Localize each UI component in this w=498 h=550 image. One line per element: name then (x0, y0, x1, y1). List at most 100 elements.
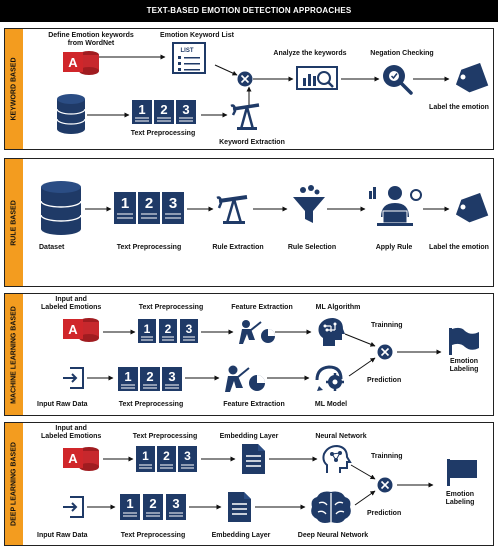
label-rule-extraction: Rule Extraction (212, 244, 264, 251)
arrows-ml (87, 329, 442, 381)
analytics-screen-icon (295, 65, 341, 93)
label-label-emotion: Label the emotion (429, 104, 489, 111)
pump-jack-icon (229, 101, 265, 131)
step-number-1: 1 (121, 195, 129, 212)
arrow-deep-to-cross (354, 490, 376, 506)
label-emotion-labeling-ml: Emotion Labeling (437, 358, 491, 374)
arrow-list-to-cross (214, 64, 238, 76)
person-laptop-icon (367, 183, 423, 229)
arrow-neural-to-cross (350, 464, 376, 480)
label-apply-rule: Apply Rule (375, 244, 413, 251)
label-input-raw-ml: Input Raw Data (37, 401, 88, 408)
neural-head-icon (321, 445, 353, 475)
dataset-database-icon (39, 179, 83, 237)
step-number-2: 2 (145, 195, 153, 212)
label-define-keywords: Define Emotion keywords from WordNet (41, 32, 141, 48)
label-keyword-extraction: Keyword Extraction (219, 139, 285, 146)
step-number-2: 2 (165, 322, 172, 336)
label-input-labeled: Input and Labeled Emotions (41, 296, 101, 312)
label-prediction-ml: Prediction (367, 377, 402, 384)
access-database-icon: A (61, 445, 101, 471)
panel-keyword-based: KEYWORD BASED Define Emotion keywords fr… (4, 28, 494, 150)
step-number-2: 2 (160, 102, 167, 117)
step-number-2: 2 (146, 369, 153, 384)
step-number-1: 1 (142, 449, 149, 463)
label-text-preprocessing-ml-bottom: Text Preprocessing (118, 401, 184, 408)
tag-icon (451, 63, 491, 95)
label-define-line2: from WordNet (67, 40, 115, 47)
label-input-labeled-dl: Input and Labeled Emotions (41, 425, 101, 441)
label-text-preprocessing-dl-bottom: Text Preprocessing (120, 532, 186, 539)
svg-text:A: A (68, 322, 78, 337)
document-icon (239, 443, 267, 475)
label-define-line1: Define Emotion keywords (48, 32, 134, 39)
access-database-icon: A (61, 49, 101, 75)
label-ml-algorithm: ML Algorithm (315, 304, 361, 311)
database-icon (55, 93, 87, 135)
label-input-line1: Input and (55, 425, 87, 432)
label-embedding-layer-bottom: Embedding Layer (211, 532, 271, 539)
label-emotion-keyword-list: Emotion Keyword List (160, 32, 234, 39)
step-number-3: 3 (186, 322, 193, 336)
miner-chart-icon (223, 364, 267, 394)
flag-icon (443, 457, 479, 487)
label-ml-model: ML Model (314, 401, 348, 408)
magnifier-check-icon (381, 63, 415, 97)
label-emotion-line1: Emotion (446, 491, 474, 498)
side-bar-dl: DEEP LEARNING BASED (5, 423, 23, 545)
panel-deep-learning-based: DEEP LEARNING BASED Input and Labeled Em… (4, 422, 494, 546)
cross-merge-icon (377, 344, 393, 360)
label-emotion-labeling-dl: Emotion Labeling (433, 491, 487, 507)
tag-icon (451, 193, 491, 225)
input-login-icon (61, 366, 85, 390)
label-emotion-line2: Labeling (449, 366, 479, 373)
step-number-1: 1 (126, 496, 133, 511)
label-embedding-layer-top: Embedding Layer (219, 433, 279, 440)
label-emotion-line1: Emotion (450, 358, 478, 365)
ai-head-icon (315, 316, 347, 348)
step-number-2: 2 (149, 496, 156, 511)
label-feature-extraction-ml-top: Feature Extraction (231, 304, 293, 311)
label-rule-selection: Rule Selection (287, 244, 337, 251)
side-bar-keyword: KEYWORD BASED (5, 29, 23, 149)
arrows-keyword (87, 54, 450, 118)
step-number-3: 3 (168, 369, 175, 384)
arrows-rule (85, 206, 450, 212)
label-deep-neural-network: Deep Neural Network (297, 532, 369, 539)
ai-model-icon (313, 364, 347, 394)
step-number-3: 3 (184, 449, 191, 463)
label-training-ml: Trainning (371, 322, 403, 329)
title-bar: TEXT-BASED EMOTION DETECTION APPROACHES (0, 0, 498, 22)
label-dataset: Dataset (39, 244, 65, 251)
label-text-preprocessing-ml-top: Text Preprocessing (138, 304, 204, 311)
input-login-icon (61, 495, 85, 519)
label-feature-extraction-ml-bottom: Feature Extraction (223, 401, 285, 408)
svg-text:A: A (68, 451, 78, 466)
diagram-title: TEXT-BASED EMOTION DETECTION APPROACHES (146, 6, 352, 15)
checklist-title-text: LIST (181, 48, 194, 54)
label-text-preprocessing-keyword: Text Preprocessing (130, 130, 196, 137)
arrow-model-to-cross (348, 357, 376, 377)
panel-machine-learning-based: MACHINE LEARNING BASED Input and Labeled… (4, 293, 494, 416)
pump-jack-icon (215, 193, 253, 225)
cross-merge-icon (237, 71, 253, 87)
label-input-line1: Input and (55, 296, 87, 303)
label-prediction-dl: Prediction (367, 510, 402, 517)
brain-icon (309, 489, 353, 525)
cross-merge-icon (377, 477, 393, 493)
numbered-steps-icon: 1 2 3 (119, 493, 187, 521)
access-database-icon: A (61, 316, 101, 342)
label-negation-checking: Negation Checking (370, 50, 434, 57)
label-input-line2: Labeled Emotions (41, 304, 102, 311)
side-bar-rule: RULE BASED (5, 159, 23, 286)
funnel-icon (291, 185, 327, 227)
label-emotion-line2: Labeling (445, 499, 475, 506)
label-input-line2: Labeled Emotions (41, 433, 102, 440)
step-number-3: 3 (172, 496, 179, 511)
checklist-icon: LIST (171, 42, 211, 74)
document-icon (225, 491, 253, 523)
